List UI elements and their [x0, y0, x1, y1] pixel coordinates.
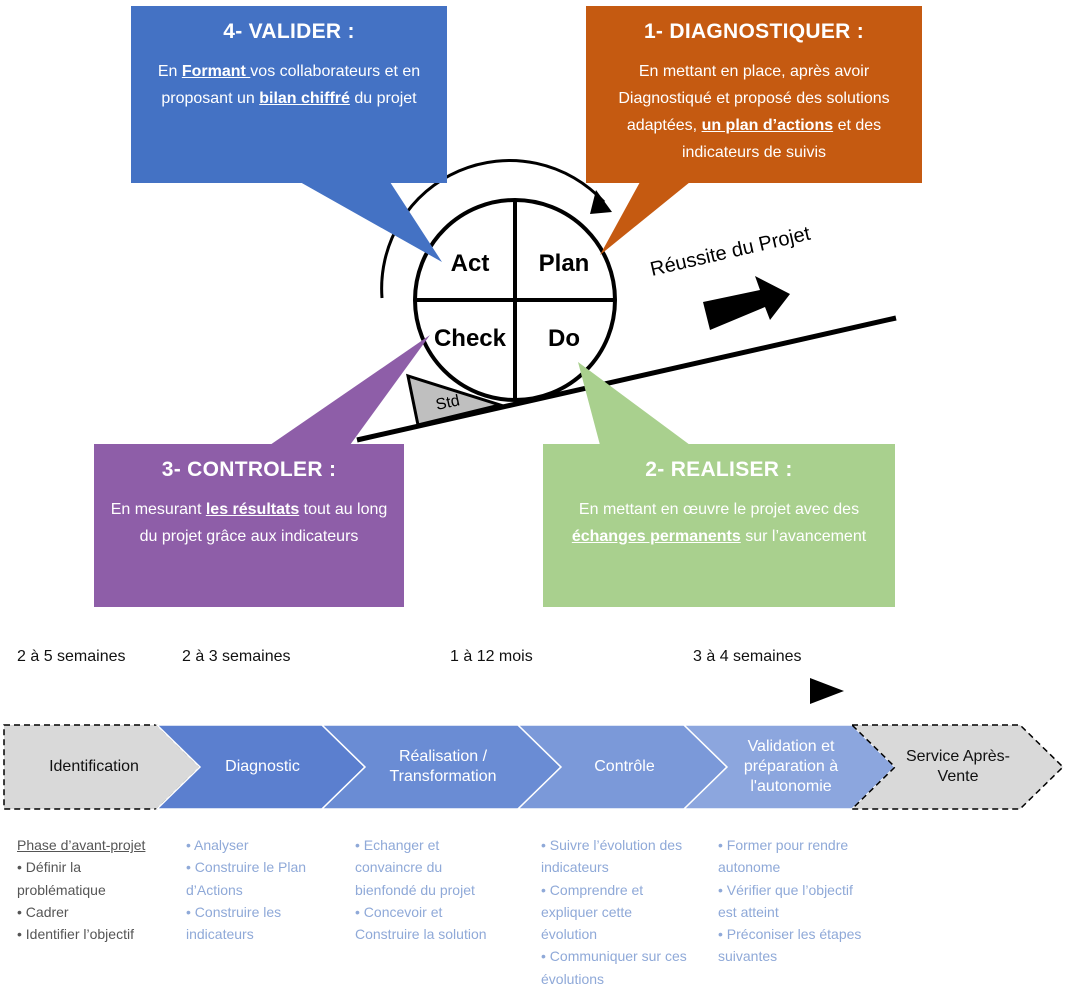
phase-sav-label: Service Après-Vente — [905, 748, 1011, 785]
phase-diagnostic-label: Diagnostic — [225, 758, 300, 775]
phase-controle-label: Contrôle — [594, 758, 655, 775]
list-item: • Former pour rendre autonome — [718, 837, 849, 876]
controler-text: En mesurant les résultats tout au long d… — [110, 501, 388, 545]
list-item: • Vérifier que l’objectif est atteint — [718, 881, 853, 920]
list-item: • Construire les indicateurs — [186, 903, 282, 943]
chevron-sav — [850, 724, 1065, 810]
do-label: Do — [548, 325, 580, 352]
identification-heading: Phase d’avant-projet — [17, 837, 146, 853]
success-arrow — [703, 276, 790, 330]
valider-text: En Formant vos collaborateurs et en prop… — [157, 63, 421, 107]
process-chevrons — [3, 724, 1065, 810]
timeline-arrowhead — [810, 678, 844, 704]
std-label: Std — [434, 392, 461, 414]
duration-diagnostic: 2 à 3 semaines — [182, 648, 291, 665]
list-item: • Concevoir et Construire la solution — [355, 903, 487, 943]
realiser-box: 2- REALISER : En mettant en œuvre le pro… — [543, 444, 895, 607]
diagnostiquer-pointer — [600, 182, 690, 255]
ramp-line — [356, 315, 897, 443]
diagnostiquer-box: 1- DIAGNOSTIQUER : En mettant en place, … — [586, 6, 922, 183]
list-item: • Comprendre et expliquer cette évolutio… — [541, 881, 644, 943]
duration-validation: 3 à 4 semaines — [693, 648, 802, 665]
controler-box: 3- CONTROLER : En mesurant les résultats… — [94, 444, 404, 607]
act-label: Act — [451, 250, 490, 277]
phase-validation-label: Validation et préparation à l'autonomie — [743, 738, 839, 795]
realiser-text: En mettant en œuvre le projet avec des é… — [571, 501, 867, 545]
list-item: • Communiquer sur ces évolutions — [541, 948, 687, 987]
list-item: • Analyser — [186, 837, 249, 853]
duration-realisation: 1 à 12 mois — [450, 648, 533, 665]
list-item: • Préconiser les étapes suivantes — [718, 926, 862, 965]
std-wedge — [406, 373, 506, 427]
duration-identification: 2 à 5 semaines — [17, 648, 126, 665]
details-validation: • Former pour rendre autonome • Vérifier… — [718, 834, 863, 968]
list-item: • Echanger et convaincre du bienfondé du… — [355, 837, 475, 898]
details-controle: • Suivre l’évolution des indicateurs • C… — [541, 834, 691, 990]
details-identification: Phase d’avant-projet • Définir la problé… — [17, 834, 167, 945]
pdca-diagram: Std Act Plan Check Do Réussite du Projet — [270, 159, 897, 445]
reussite-label: Réussite du Projet — [648, 223, 813, 281]
valider-box: 4- VALIDER : En Formant vos collaborateu… — [131, 6, 447, 183]
plan-label: Plan — [539, 250, 590, 277]
phase-realisation-label: Réalisation / Transformation — [389, 748, 497, 785]
diagnostiquer-text: En mettant en place, après avoir Diagnos… — [618, 63, 890, 161]
controler-title: 3- CONTROLER : — [161, 458, 337, 481]
phase-identification-label: Identification — [49, 758, 139, 775]
check-label: Check — [434, 325, 507, 352]
rotation-arrowhead — [590, 190, 612, 214]
list-item: • Construire le Plan d’Actions — [186, 859, 307, 898]
realiser-title: 2- REALISER : — [645, 458, 793, 481]
rotation-arc — [380, 159, 606, 299]
controler-pointer — [270, 335, 430, 445]
list-item: • Cadrer — [17, 903, 69, 920]
diagnostiquer-title: 1- DIAGNOSTIQUER : — [643, 20, 865, 43]
list-item: • Définir la problématique — [17, 859, 106, 898]
details-diagnostic: • Analyser • Construire le Plan d’Action… — [186, 834, 331, 945]
list-item: • Suivre l’évolution des indicateurs — [541, 837, 683, 876]
details-realisation: • Echanger et convaincre du bienfondé du… — [355, 834, 505, 945]
valider-pointer — [300, 182, 442, 262]
realiser-pointer — [578, 362, 690, 445]
valider-title: 4- VALIDER : — [223, 20, 355, 43]
list-item: • Identifier l’objectif — [17, 926, 134, 943]
